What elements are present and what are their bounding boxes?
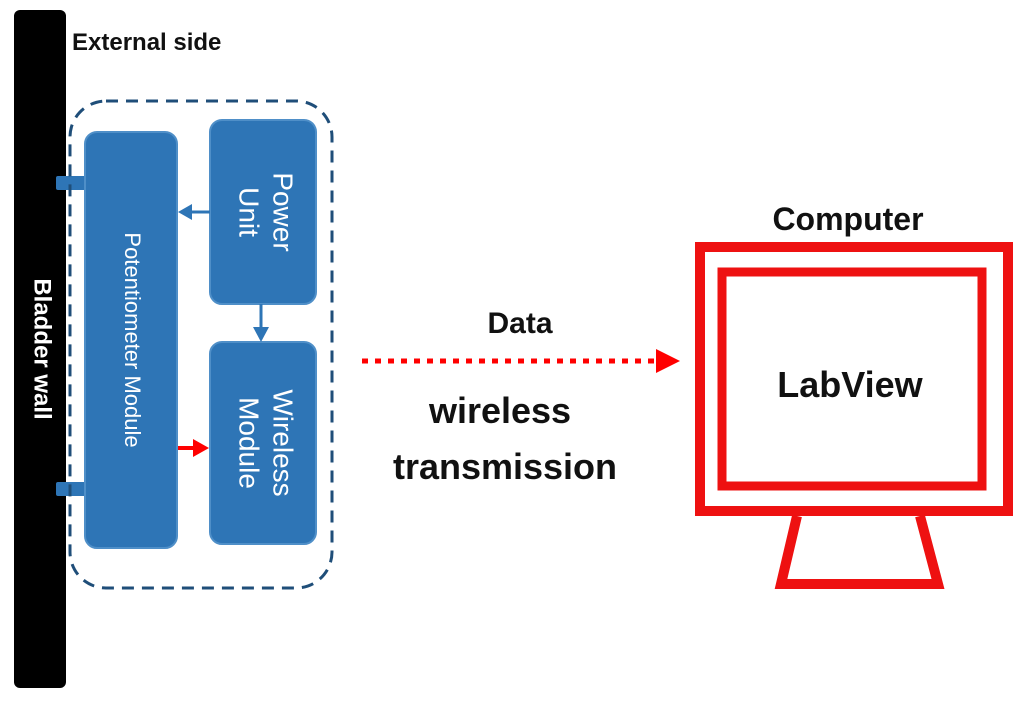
wireless-module-label-line1: Wireless: [268, 389, 299, 496]
bladder-wall-label: Bladder wall: [29, 278, 56, 419]
potentiometer-module-label: Potentiometer Module: [120, 232, 145, 447]
power-unit-label-line2: Unit: [234, 187, 265, 237]
bladder-wall: [14, 10, 66, 688]
potentiometer-to-wireless-arrowhead: [193, 439, 209, 457]
computer-monitor-screen: [717, 267, 987, 491]
computer-label: Computer: [772, 201, 923, 237]
wireless-transmission-label-line2: transmission: [393, 446, 617, 487]
wall-connector-bottom: [56, 482, 88, 496]
computer-stand: [774, 514, 945, 589]
wall-connector-top: [56, 176, 88, 190]
potentiometer-module: [84, 131, 178, 549]
wireless-module-label-line2: Module: [234, 397, 265, 489]
wireless-module: [209, 341, 317, 545]
data-transmission-arrowhead: [656, 349, 680, 373]
wireless-transmission-label-line1: wireless: [428, 390, 571, 431]
computer-monitor-outer: [695, 242, 1013, 516]
labview-label: LabView: [777, 364, 923, 405]
device-enclosure: [68, 99, 334, 590]
power-to-wireless-arrowhead: [253, 327, 269, 342]
data-label: Data: [487, 307, 552, 340]
external-side-label: External side: [72, 29, 221, 56]
power-unit-label-line1: Power: [268, 172, 299, 251]
power-to-potentiometer-arrowhead: [178, 204, 192, 220]
